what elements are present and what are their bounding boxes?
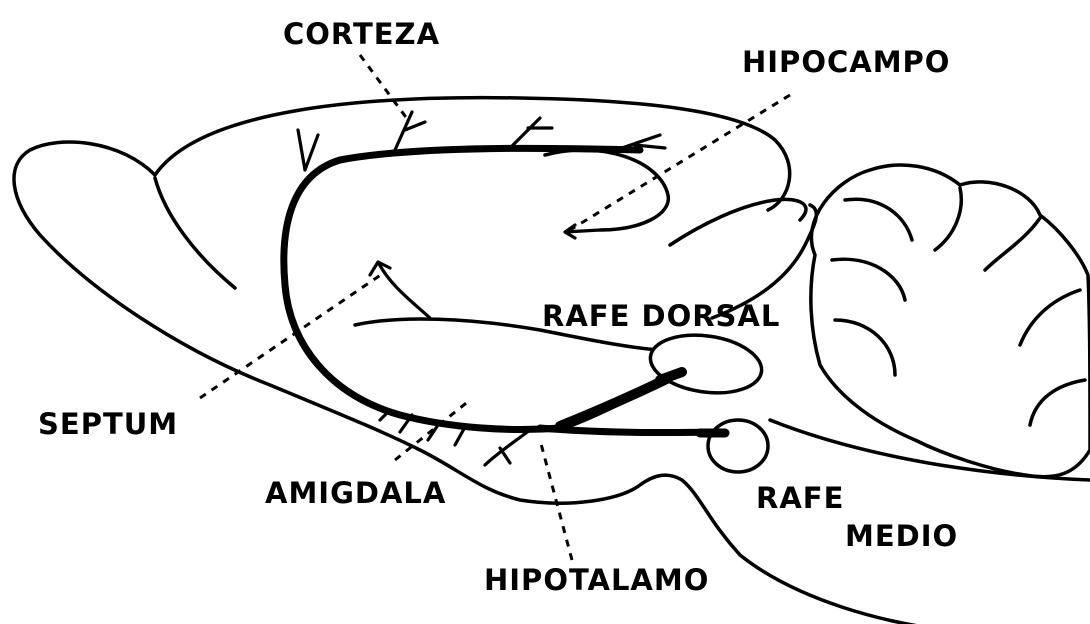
branch-hippo-tip bbox=[565, 225, 600, 238]
label-corteza: CORTEZA bbox=[283, 17, 440, 51]
label-rafe-dorsal: RAFE DORSAL bbox=[542, 299, 780, 333]
branch-cortex-1 bbox=[395, 112, 425, 150]
leader-amigdala bbox=[395, 400, 470, 460]
leader-hipotalamo bbox=[540, 440, 572, 560]
branch-frontal bbox=[298, 130, 318, 170]
tract-to-medio bbox=[540, 428, 720, 433]
serotonin-tract bbox=[284, 148, 678, 429]
branch-septum bbox=[370, 262, 430, 318]
leader-hipocampo bbox=[570, 95, 790, 230]
branch-hypothalamus bbox=[485, 430, 530, 465]
label-amigdala: AMIGDALA bbox=[265, 476, 446, 510]
label-rafe: RAFE bbox=[756, 481, 844, 515]
label-hipocampo: HIPOCAMPO bbox=[742, 45, 950, 79]
rafe-medio-nucleus bbox=[708, 420, 768, 472]
leader-septum bbox=[200, 272, 385, 398]
pons-line bbox=[770, 420, 1090, 480]
brain-outline bbox=[14, 142, 990, 624]
rafe-dorsal-nucleus bbox=[647, 328, 766, 399]
label-medio: MEDIO bbox=[845, 519, 958, 553]
hippocampal-fold bbox=[670, 199, 806, 245]
cerebellum-folia bbox=[832, 188, 1085, 425]
label-hipotalamo: HIPOTALAMO bbox=[484, 563, 709, 597]
hippocampus-curve bbox=[545, 150, 668, 230]
label-septum: SEPTUM bbox=[38, 407, 178, 441]
leader-corteza bbox=[360, 55, 408, 120]
branch-cortex-2 bbox=[510, 118, 552, 148]
olfactory-sulcus bbox=[155, 178, 235, 288]
